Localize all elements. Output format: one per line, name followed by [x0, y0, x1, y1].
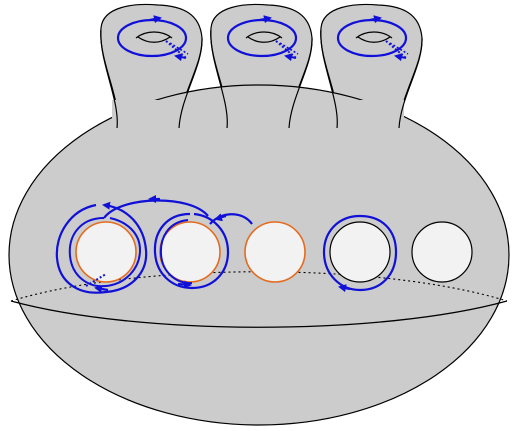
curve-boundary-1-inner	[68, 217, 142, 288]
boundary-4	[329, 221, 391, 283]
boundary-curves	[55, 195, 398, 294]
curve-boundary-1-bottom-arrow	[94, 285, 109, 293]
boundary-5	[411, 221, 473, 283]
boundary-holes	[75, 221, 473, 283]
handle-3-loop	[336, 15, 409, 62]
boundary-3	[244, 221, 306, 283]
curve-boundary-4-bottom-arrow	[338, 284, 351, 293]
curve-boundary-1-outer	[55, 201, 148, 294]
curve-boundary-2-inner	[159, 219, 193, 285]
curve-boundary-2-bottom-arrow	[177, 280, 192, 289]
handle-loops	[116, 15, 409, 62]
handle-2-loop	[226, 15, 299, 62]
curve-arc-2-3-arrow	[214, 213, 227, 222]
handle-1-loop	[116, 15, 189, 62]
handle-bases	[100, 29, 423, 130]
boundary-1	[75, 221, 137, 283]
curve-boundary-4-loop	[322, 214, 398, 292]
curve-arc-2-3	[209, 213, 253, 225]
